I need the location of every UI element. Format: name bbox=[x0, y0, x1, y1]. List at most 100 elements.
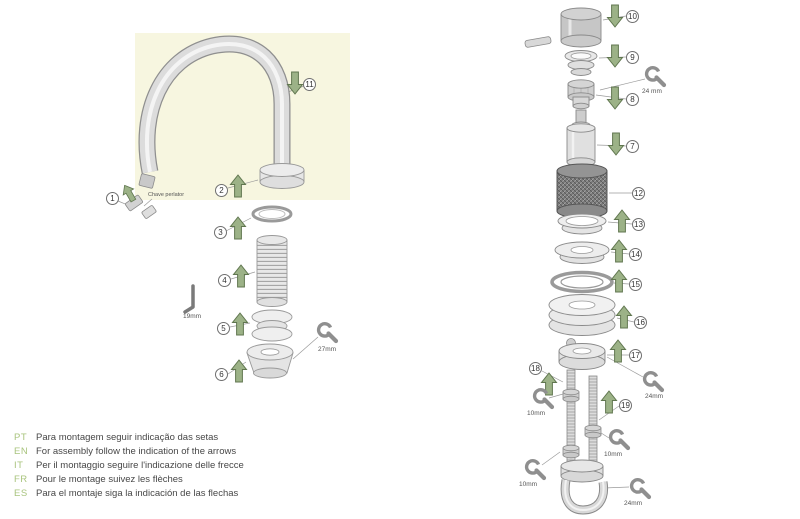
aerator bbox=[138, 173, 156, 189]
washer-stack bbox=[251, 309, 293, 342]
callout-17: 17 bbox=[629, 349, 642, 362]
figure-panel bbox=[135, 33, 350, 200]
callout-15-number: 15 bbox=[631, 279, 640, 289]
arrow-up-3 bbox=[230, 216, 246, 240]
arrow-up-16 bbox=[616, 305, 632, 329]
wrench-icon-bottom-right bbox=[632, 480, 649, 497]
spout-base-flange bbox=[259, 163, 305, 189]
wrench-icon-top-right bbox=[647, 68, 664, 85]
callout-1: 1 bbox=[106, 192, 119, 205]
callout-15: 15 bbox=[629, 278, 642, 291]
allen-key-size-label: 19mm bbox=[183, 313, 202, 320]
language-code-es: ES bbox=[14, 487, 28, 499]
callout-14: 14 bbox=[629, 248, 642, 261]
instruction-text-es: Para el montaje siga la indicación de la… bbox=[36, 487, 239, 499]
instruction-row-fr: FR Pour le montage suivez les flèches bbox=[14, 472, 244, 486]
wrench-size-label-bottom-right: 24mm bbox=[624, 500, 643, 507]
callout-16-number: 16 bbox=[636, 317, 645, 327]
leader-lines-right bbox=[541, 15, 646, 489]
callout-1-number: 1 bbox=[110, 193, 115, 203]
wrench-icon-rod-mid bbox=[611, 431, 628, 448]
flange-washer bbox=[554, 241, 610, 264]
arrow-up-13 bbox=[614, 209, 630, 233]
callout-2-number: 2 bbox=[219, 185, 224, 195]
callout-18-number: 18 bbox=[531, 363, 540, 373]
threaded-rods bbox=[562, 369, 602, 471]
arrow-down-10 bbox=[607, 4, 623, 28]
callout-13: 13 bbox=[632, 218, 645, 231]
callout-9-number: 9 bbox=[630, 52, 635, 62]
callout-12-number: 12 bbox=[634, 188, 643, 198]
adapter-nut bbox=[567, 79, 595, 110]
arrow-down-9 bbox=[607, 44, 623, 68]
callout-19: 19 bbox=[619, 399, 632, 412]
wrench-size-label-rod-mid: 10mm bbox=[604, 451, 623, 458]
set-pin bbox=[524, 36, 552, 48]
language-code-fr: FR bbox=[14, 473, 28, 485]
wrench-size-label-top-right: 24 mm bbox=[642, 88, 662, 95]
threaded-shank bbox=[256, 235, 288, 307]
callout-6-number: 6 bbox=[219, 369, 224, 379]
wrench-icon-mid-right bbox=[645, 373, 662, 390]
callout-5: 5 bbox=[217, 322, 230, 335]
callout-12: 12 bbox=[632, 187, 645, 200]
wrench-size-label-mid-right: 24mm bbox=[645, 393, 664, 400]
callout-7-number: 7 bbox=[630, 141, 635, 151]
callout-7: 7 bbox=[626, 140, 639, 153]
instruction-text-pt: Para montagem seguir indicação das setas bbox=[36, 432, 219, 444]
callout-8-number: 8 bbox=[630, 94, 635, 104]
callout-10: 10 bbox=[626, 10, 639, 23]
handle-cap bbox=[560, 7, 602, 48]
callout-2: 2 bbox=[215, 184, 228, 197]
allen-key-icon bbox=[183, 284, 195, 314]
language-code-en: EN bbox=[14, 446, 29, 458]
callout-8: 8 bbox=[626, 93, 639, 106]
mounting-base bbox=[246, 343, 294, 379]
arrow-up-4 bbox=[233, 264, 249, 288]
valve-body bbox=[556, 163, 608, 219]
instruction-row-pt: PT Para montagem seguir indicação das se… bbox=[14, 431, 244, 445]
wrench-icon-base bbox=[319, 324, 336, 341]
callout-16: 16 bbox=[634, 316, 647, 329]
language-code-pt: PT bbox=[14, 432, 28, 444]
arrow-up-17 bbox=[610, 339, 626, 363]
o-ring bbox=[251, 205, 293, 223]
callout-4: 4 bbox=[218, 274, 231, 287]
callout-3-number: 3 bbox=[218, 227, 223, 237]
callout-17-number: 17 bbox=[631, 350, 640, 360]
wrench-size-label-base: 27mm bbox=[318, 346, 337, 353]
callout-6: 6 bbox=[215, 368, 228, 381]
retainer-ring bbox=[557, 213, 607, 235]
arrow-up-14 bbox=[611, 239, 627, 263]
escutcheon-rings bbox=[548, 294, 616, 336]
callout-5-number: 5 bbox=[221, 323, 226, 333]
callout-9: 9 bbox=[626, 51, 639, 64]
callout-4-number: 4 bbox=[222, 275, 227, 285]
cartridge bbox=[566, 109, 596, 167]
wrench-size-label-rod-lower: 10mm bbox=[519, 481, 538, 488]
callout-3: 3 bbox=[214, 226, 227, 239]
wrench-icon-rod-lower bbox=[527, 461, 544, 478]
callout-19-number: 19 bbox=[621, 400, 630, 410]
aerator-key-label: Chave perlator bbox=[148, 192, 185, 198]
callout-18: 18 bbox=[529, 362, 542, 375]
language-code-it: IT bbox=[14, 459, 24, 471]
callout-11-number: 11 bbox=[305, 79, 314, 89]
instruction-row-en: EN For assembly follow the indication of… bbox=[14, 445, 244, 459]
callout-13-number: 13 bbox=[634, 219, 643, 229]
arrow-up-15 bbox=[611, 269, 627, 293]
callout-11: 11 bbox=[303, 78, 316, 91]
spout bbox=[138, 35, 291, 174]
mounting-nut bbox=[558, 338, 606, 370]
instruction-row-it: IT Per il montaggio seguire l'indicazion… bbox=[14, 459, 244, 473]
instruction-text-it: Per il montaggio seguire l'indicazione d… bbox=[36, 459, 244, 471]
arrow-down-7 bbox=[608, 132, 624, 156]
wrench-size-label-rod-left: 10mm bbox=[527, 410, 546, 417]
rubber-gasket bbox=[550, 270, 614, 294]
callout-14-number: 14 bbox=[631, 249, 640, 259]
supply-connection bbox=[560, 459, 609, 515]
instruction-text-fr: Pour le montage suivez les flèches bbox=[36, 473, 183, 485]
assembly-instructions-text: PT Para montagem seguir indicação das se… bbox=[14, 431, 244, 500]
